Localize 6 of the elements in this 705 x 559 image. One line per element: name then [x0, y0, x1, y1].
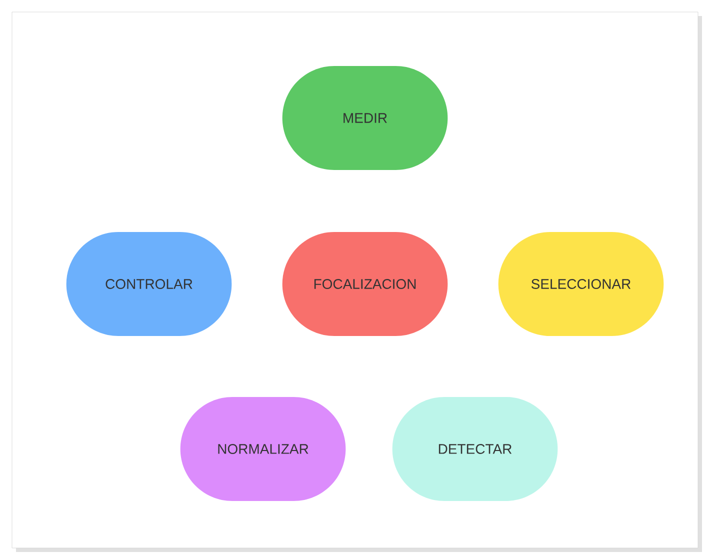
- pill-node: DETECTAR: [392, 397, 558, 501]
- pill-node: CONTROLAR: [66, 232, 232, 336]
- pill-node: FOCALIZACION: [282, 232, 448, 336]
- pill-node: NORMALIZAR: [180, 397, 346, 501]
- pill-node: SELECCIONAR: [498, 232, 664, 336]
- pill-node: MEDIR: [282, 66, 448, 170]
